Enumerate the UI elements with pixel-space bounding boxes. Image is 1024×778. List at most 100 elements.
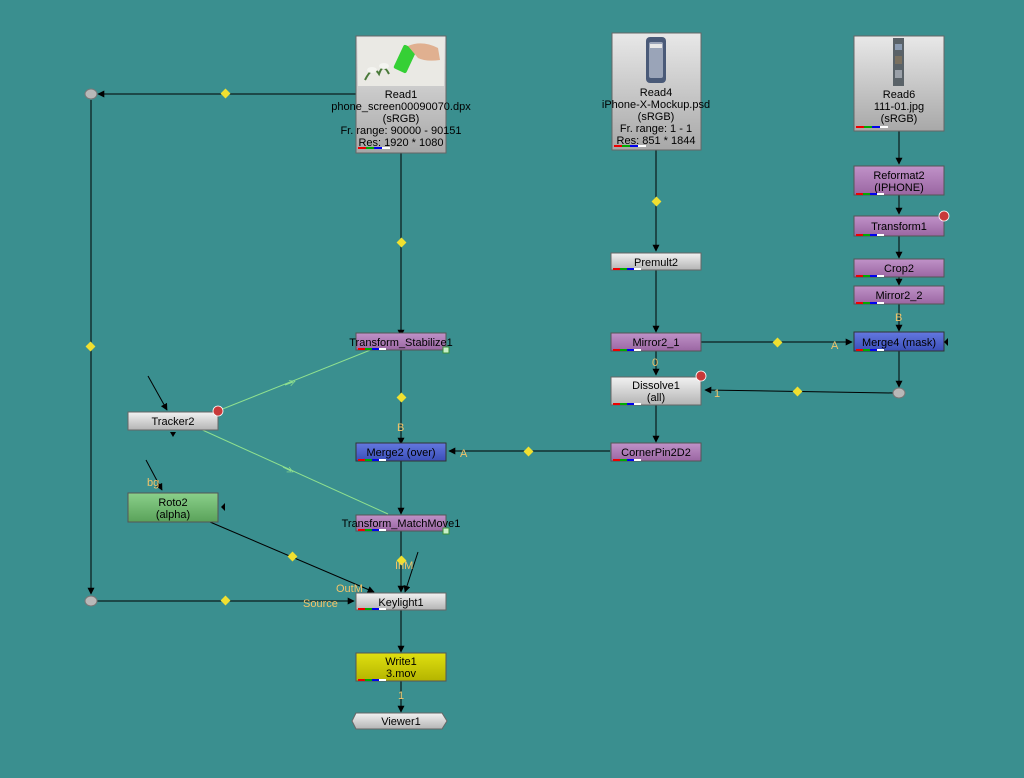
edge-handle[interactable] — [396, 392, 407, 403]
mirror2_1-body[interactable] — [610, 332, 702, 352]
merge4-node[interactable]: Merge4 (mask) — [853, 331, 948, 352]
cornerpin-name: CornerPin2D2 — [621, 447, 691, 459]
read4-name: Read4 — [640, 87, 672, 99]
dot-node[interactable] — [84, 88, 98, 100]
mirror2_2-body[interactable] — [853, 285, 945, 305]
animated-badge-icon — [938, 210, 950, 222]
transform1-name: Transform1 — [871, 221, 927, 233]
mirror2_1-node[interactable]: Mirror2_1 — [610, 332, 702, 352]
transform-stabilize-body[interactable] — [355, 332, 447, 351]
premult2-name: Premult2 — [634, 257, 678, 269]
write1-sub: 3.mov — [386, 668, 416, 680]
edge-handle[interactable] — [651, 196, 662, 207]
read4-range: Fr. range: 1 - 1 — [620, 123, 692, 135]
transform1-node[interactable]: Transform1 — [853, 210, 950, 237]
mirror2_2-node[interactable]: Mirror2_2 — [853, 285, 945, 305]
transform-stabilize-node[interactable]: Transform_Stabilize1 — [349, 332, 453, 354]
reformat2-name: Reformat2 — [873, 170, 924, 182]
link-arrow — [284, 382, 293, 385]
edges — [87, 90, 903, 713]
dissolve1-name: Dissolve1 — [632, 380, 680, 392]
edge-handle[interactable] — [220, 595, 231, 606]
channel-indicator — [358, 147, 390, 149]
edge-handle[interactable] — [396, 237, 407, 248]
dot-node[interactable] — [892, 387, 906, 399]
mirror2_1-name: Mirror2_1 — [632, 337, 679, 349]
link-tracker-stabilize — [204, 346, 379, 417]
premult2-body[interactable] — [610, 252, 702, 271]
roto2-name: Roto2 — [158, 497, 187, 509]
edge-handle[interactable] — [220, 88, 231, 99]
crop2-node[interactable]: Crop2 — [853, 258, 945, 278]
merge4-body[interactable] — [853, 331, 945, 352]
write1-node[interactable]: Write1 3.mov — [355, 652, 447, 682]
read1-name: Read1 — [385, 89, 417, 101]
channel-strips — [358, 193, 884, 681]
keylight1-node[interactable]: Keylight1 — [355, 592, 447, 611]
crop2-body[interactable] — [853, 258, 945, 278]
mirror2_2-name: Mirror2_2 — [875, 290, 922, 302]
merge4-a-label: A — [831, 340, 839, 352]
transform-matchmove-node[interactable]: Transform_MatchMove1 — [342, 514, 461, 535]
keylight1-body[interactable] — [355, 592, 447, 611]
dissolve1-body[interactable] — [610, 376, 702, 406]
tracker2-node[interactable]: Tracker2 — [127, 405, 224, 437]
read4-thumbnail — [646, 37, 666, 83]
channel-indicator — [614, 145, 646, 147]
read1-file: phone_screen00090070.dpx — [331, 101, 471, 113]
keylight-source-label: Source — [303, 598, 338, 610]
write1-name: Write1 — [385, 656, 417, 668]
edge-handle[interactable] — [772, 337, 783, 348]
write1-body[interactable] — [355, 652, 447, 682]
dot-node[interactable] — [84, 595, 98, 607]
merge2-name: Merge2 (over) — [366, 447, 435, 459]
cornerpin-node[interactable]: CornerPin2D2 — [610, 442, 702, 462]
viewer1-node[interactable]: Viewer1 — [351, 712, 448, 730]
transform1-body[interactable] — [853, 215, 945, 237]
reformat2-body[interactable] — [853, 165, 945, 196]
edge-handles[interactable] — [85, 88, 803, 606]
merge2-a-label: A — [460, 448, 468, 460]
cornerpin-body[interactable] — [610, 442, 702, 462]
edge-handle[interactable] — [287, 551, 298, 562]
merge4-name: Merge4 (mask) — [862, 337, 936, 349]
input-labels: B A 0 1 B A bg OutM InM Source 1 — [147, 312, 902, 702]
link-icon — [442, 346, 450, 354]
roto2-body[interactable] — [127, 492, 219, 523]
read1-range: Fr. range: 90000 - 90151 — [340, 125, 461, 137]
read6-file: 111-01.jpg — [874, 101, 924, 113]
animated-badge-icon — [212, 405, 224, 417]
link-tracker-matchmove — [197, 427, 389, 515]
animated-badge-icon — [695, 370, 707, 382]
read1-node[interactable]: Read1 phone_screen00090070.dpx (sRGB) Fr… — [331, 35, 471, 154]
merge4-b-label: B — [895, 312, 902, 324]
viewer1-body[interactable] — [351, 712, 448, 730]
read4-res: Res: 851 * 1844 — [617, 135, 696, 147]
premult2-node[interactable]: Premult2 — [610, 252, 702, 271]
edge-handle[interactable] — [523, 446, 534, 457]
read4-file: iPhone-X-Mockup.psd — [602, 99, 710, 111]
tracker2-body[interactable] — [127, 411, 219, 431]
read4-colorspace: (sRGB) — [638, 111, 675, 123]
merge2-body[interactable] — [355, 442, 447, 462]
reformat2-node[interactable]: Reformat2 (IPHONE) — [853, 165, 945, 196]
mask-input-arrow-icon — [944, 338, 948, 346]
transform-matchmove-name: Transform_MatchMove1 — [342, 518, 461, 530]
read6-node[interactable]: Read6 111-01.jpg (sRGB) — [853, 35, 945, 132]
merge2-node[interactable]: Merge2 (over) — [355, 442, 447, 462]
dots[interactable] — [84, 88, 906, 607]
dissolve1-node[interactable]: Dissolve1 (all) — [610, 370, 707, 406]
read1-colorspace: (sRGB) — [383, 113, 420, 125]
merge2-b-label: B — [397, 422, 404, 434]
roto2-node[interactable]: Roto2 (alpha) — [127, 492, 225, 523]
viewer1-name: Viewer1 — [381, 716, 421, 728]
edge-tracker-input — [147, 375, 168, 411]
transform-matchmove-body[interactable] — [355, 514, 447, 532]
read4-node[interactable]: Read4 iPhone-X-Mockup.psd (sRGB) Fr. ran… — [602, 32, 710, 151]
edge-handle[interactable] — [792, 386, 803, 397]
edge-handle[interactable] — [85, 341, 96, 352]
edge-handle[interactable] — [396, 555, 407, 566]
link-icon — [442, 527, 450, 535]
keylight1-name: Keylight1 — [378, 597, 423, 609]
